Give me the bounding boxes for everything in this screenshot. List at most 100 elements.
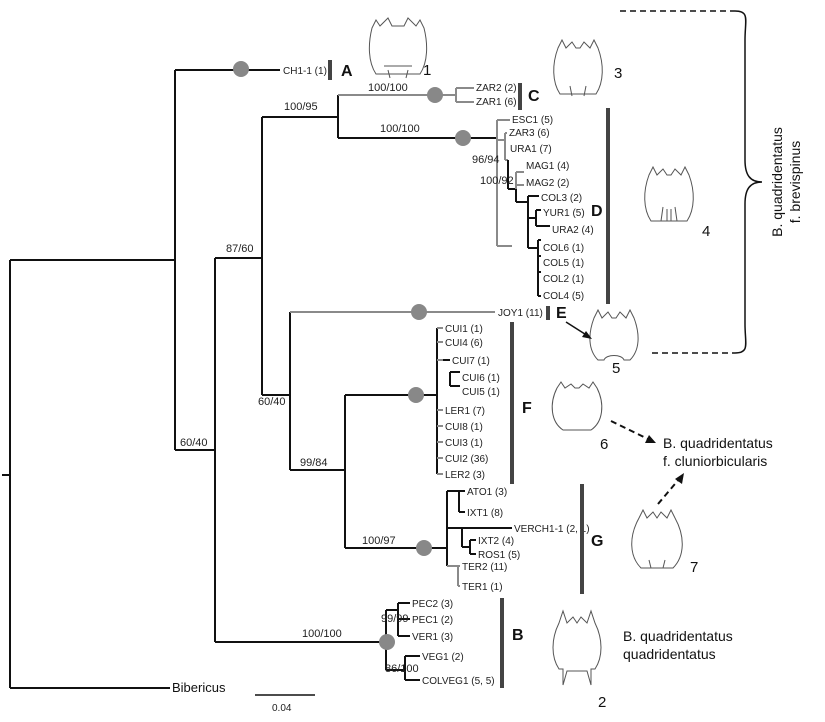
form-labels: B. quadridentatus f. brevispinus B. quad… (623, 127, 803, 662)
lorica-drawing-7 (631, 508, 683, 569)
tip-label: URA2 (4) (552, 225, 594, 236)
clade-bars: A C D E F G B (328, 60, 610, 688)
clade-letter: F (522, 400, 532, 417)
tip-label: CUI5 (1) (462, 387, 500, 398)
support-value: 96/94 (472, 154, 500, 166)
form-label-cluniorbicularis-line1: B. quadridentatus (663, 435, 773, 451)
arrows (565, 321, 684, 505)
arrow-6-to-form (610, 420, 651, 441)
tip-label: CUI1 (1) (445, 324, 483, 335)
tip-label: LER2 (3) (445, 470, 485, 481)
form-label-brevispinus-line1: B. quadridentatus (769, 127, 785, 237)
lorica-drawing-3 (553, 38, 603, 97)
tip-label: PEC2 (3) (412, 599, 453, 610)
support-value: 100/100 (380, 123, 420, 135)
tip-label: VEG1 (2) (422, 652, 464, 663)
tip-label: ESC1 (5) (512, 115, 553, 126)
support-value: 100/97 (362, 535, 396, 547)
lorica-drawing-2 (552, 609, 602, 686)
tip-label: TER2 (11) (462, 562, 507, 573)
lorica-number: 4 (702, 223, 710, 240)
tip-label: COL5 (1) (543, 258, 584, 269)
support-value: 87/60 (226, 243, 254, 255)
lorica-drawing-4 (644, 165, 694, 222)
support-value: 60/40 (180, 437, 208, 449)
lorica-drawing-6 (551, 381, 603, 431)
lorica-number: 6 (600, 436, 608, 453)
scale-label: 0.04 (272, 703, 292, 714)
form-label-brevispinus-line2: f. brevispinus (787, 141, 803, 223)
tip-label: COLVEG1 (5, 5) (422, 676, 495, 687)
tip-label: COL6 (1) (543, 243, 584, 254)
support-value: 100/95 (284, 101, 318, 113)
form-label-quadridentatus-line1: B. quadridentatus (623, 628, 733, 644)
tip-label: YUR1 (5) (543, 208, 585, 219)
support-value: 99/84 (300, 457, 328, 469)
tip-label: CUI4 (6) (445, 338, 483, 349)
tip-label: MAG2 (2) (526, 178, 569, 189)
clade-letter: G (591, 533, 603, 550)
support-value: 100/100 (302, 628, 342, 640)
tip-label: CUI3 (1) (445, 438, 483, 449)
tip-label: ZAR1 (6) (476, 97, 517, 108)
tip-label: TER1 (1) (462, 582, 503, 593)
clade-letter: B (512, 627, 524, 644)
tip-label: ATO1 (3) (467, 487, 507, 498)
clade-letter: D (591, 203, 603, 220)
arrow-head-icon (582, 331, 592, 339)
tip-label: URA1 (7) (510, 144, 552, 155)
arrow-7-to-form (657, 477, 681, 505)
node-dot-D (455, 130, 471, 146)
clade-letter: E (556, 305, 567, 322)
brevispinus-brace (620, 10, 763, 354)
tip-label: COL3 (2) (541, 193, 582, 204)
tip-label: ZAR3 (6) (509, 128, 550, 139)
clade-letter: C (528, 88, 540, 105)
node-dot-F (408, 387, 424, 403)
tip-label: JOY1 (11) (498, 308, 543, 319)
form-label-cluniorbicularis-line2: f. cluniorbicularis (663, 453, 767, 469)
form-label-quadridentatus-line2: quadridentatus (623, 646, 716, 662)
lorica-drawing-5 (589, 308, 639, 361)
node-dot-A (233, 61, 249, 77)
arrow-head-icon (675, 473, 684, 484)
tip-label: ZAR2 (2) (476, 83, 517, 94)
node-dot-B (379, 634, 395, 650)
clade-letter: A (341, 63, 353, 80)
lorica-illustrations: 1 3 4 5 6 7 2 (368, 17, 710, 711)
tip-label: MAG1 (4) (526, 161, 569, 172)
lorica-number: 3 (614, 65, 622, 82)
outgroup-label: Bibericus (172, 680, 226, 695)
node-markers (233, 61, 471, 650)
tip-label: CUI8 (1) (445, 422, 483, 433)
support-values: 100/100 100/95 100/100 96/94 100/92 87/6… (180, 82, 514, 675)
lorica-number: 1 (423, 62, 431, 79)
tip-label: IXT2 (4) (478, 536, 514, 547)
node-dot-C (427, 87, 443, 103)
tip-label: IXT1 (8) (467, 508, 503, 519)
tip-label: LER1 (7) (445, 406, 485, 417)
tip-label: CUI2 (36) (445, 454, 488, 465)
lorica-number: 5 (612, 360, 620, 377)
tip-labels: CH1-1 (1) ZAR2 (2) ZAR1 (6) ESC1 (5) ZAR… (172, 66, 594, 695)
tip-label: COL4 (5) (543, 291, 584, 302)
lorica-drawing-1 (368, 17, 428, 79)
support-value: 60/40 (258, 396, 286, 408)
tip-label: VER1 (3) (412, 632, 453, 643)
support-value: 100/100 (368, 82, 408, 94)
node-dot-G (416, 540, 432, 556)
arrow-head-icon (645, 435, 656, 443)
lorica-number: 2 (598, 694, 606, 711)
tip-label: ROS1 (5) (478, 550, 520, 561)
tip-label: COL2 (1) (543, 274, 584, 285)
tip-label: CH1-1 (1) (283, 66, 327, 77)
support-value: 99/99 (381, 613, 409, 625)
tip-label: PEC1 (2) (412, 615, 453, 626)
support-value: 100/92 (480, 175, 514, 187)
node-dot-E (411, 304, 427, 320)
scale-bar: 0.04 (255, 694, 315, 714)
tip-label: CUI6 (1) (462, 373, 500, 384)
support-value: 86/100 (385, 663, 419, 675)
tip-label: CUI7 (1) (452, 356, 490, 367)
